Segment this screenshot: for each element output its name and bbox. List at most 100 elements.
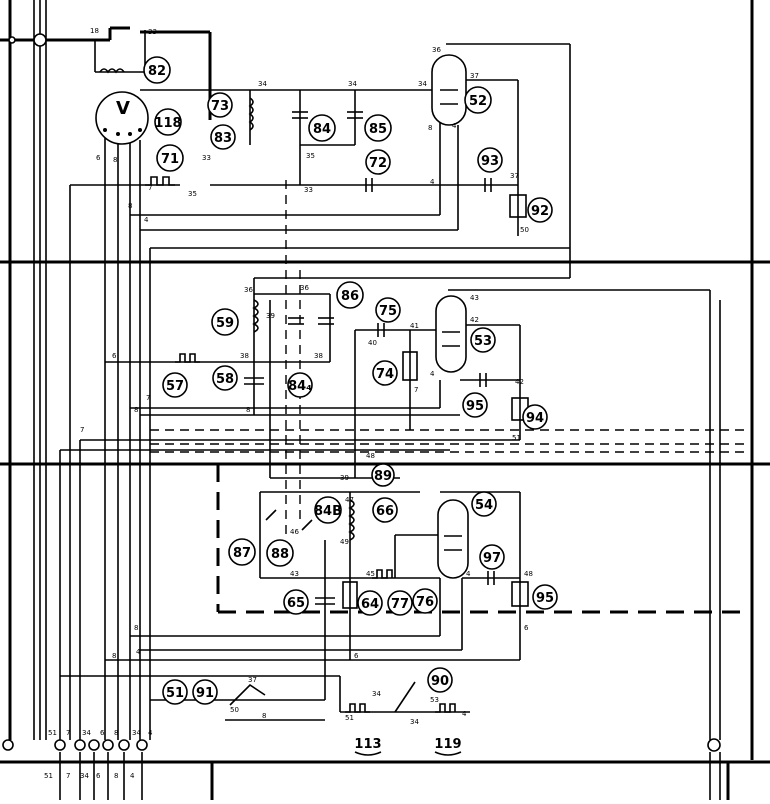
svg-text:7: 7 <box>80 426 84 434</box>
svg-text:18: 18 <box>90 27 99 35</box>
svg-text:118: 118 <box>154 116 181 131</box>
component-glyphs <box>99 68 527 218</box>
svg-text:6: 6 <box>524 624 529 632</box>
svg-text:8: 8 <box>246 406 250 414</box>
svg-text:75: 75 <box>379 304 397 319</box>
svg-text:34: 34 <box>348 80 357 88</box>
svg-text:59: 59 <box>216 316 234 331</box>
svg-text:113: 113 <box>354 737 381 752</box>
svg-text:33: 33 <box>148 28 157 36</box>
lower-glyphs <box>229 499 529 713</box>
component-91: 91 <box>192 679 218 705</box>
svg-text:90: 90 <box>431 674 449 689</box>
component-90: 90 <box>427 667 453 693</box>
svg-text:84₄: 84₄ <box>288 379 312 394</box>
component-85: 85 <box>364 114 392 142</box>
svg-text:34: 34 <box>418 80 427 88</box>
component-95-lower: 95 <box>532 584 558 610</box>
svg-text:7: 7 <box>66 729 70 737</box>
svg-text:36: 36 <box>244 286 253 294</box>
bottom-terminals <box>2 33 721 752</box>
svg-text:34: 34 <box>132 729 141 737</box>
component-71: 71 <box>156 144 184 172</box>
svg-text:47: 47 <box>345 496 354 504</box>
svg-text:35: 35 <box>306 152 315 160</box>
svg-text:33: 33 <box>202 154 211 162</box>
svg-text:71: 71 <box>161 152 179 167</box>
svg-text:36: 36 <box>432 46 441 54</box>
component-113: 113 <box>354 737 382 756</box>
svg-text:4: 4 <box>430 178 435 186</box>
svg-text:51: 51 <box>48 729 57 737</box>
svg-text:38: 38 <box>314 352 323 360</box>
svg-text:97: 97 <box>483 551 501 566</box>
component-66: 66 <box>372 497 398 523</box>
svg-text:43: 43 <box>290 570 299 578</box>
component-93: 93 <box>477 147 503 173</box>
svg-text:6: 6 <box>96 772 101 780</box>
svg-text:6: 6 <box>100 729 105 737</box>
tube-52 <box>431 54 467 126</box>
svg-text:8: 8 <box>114 729 118 737</box>
svg-text:7: 7 <box>414 386 418 394</box>
svg-text:8: 8 <box>134 406 138 414</box>
svg-text:83: 83 <box>214 131 232 146</box>
svg-text:51: 51 <box>44 772 53 780</box>
svg-text:46: 46 <box>290 528 299 536</box>
svg-text:76: 76 <box>416 595 434 610</box>
component-118: 118 <box>154 108 182 136</box>
component-97: 97 <box>479 544 505 570</box>
component-labels: 82 118 73 83 84 85 52 71 72 93 92 86 75 … <box>143 56 558 756</box>
svg-text:34: 34 <box>82 729 91 737</box>
svg-text:4: 4 <box>466 570 471 578</box>
svg-text:42: 42 <box>515 378 524 386</box>
svg-text:77: 77 <box>391 597 409 612</box>
svg-text:54: 54 <box>475 498 493 513</box>
svg-text:7: 7 <box>146 394 150 402</box>
component-82: 82 <box>143 56 171 84</box>
svg-text:82: 82 <box>148 64 166 79</box>
svg-text:58: 58 <box>216 372 234 387</box>
meter-symbol: V <box>116 98 130 119</box>
svg-text:94: 94 <box>526 411 544 426</box>
svg-text:4: 4 <box>130 772 135 780</box>
lower-terminal-stubs <box>59 752 721 800</box>
svg-text:49: 49 <box>340 538 349 546</box>
svg-text:35: 35 <box>188 190 197 198</box>
component-73: 73 <box>207 92 233 118</box>
svg-text:37: 37 <box>248 676 257 684</box>
component-84b: 84B <box>314 496 342 524</box>
component-51: 51 <box>162 679 188 705</box>
voltmeter: V <box>95 91 149 145</box>
component-54: 54 <box>471 491 497 517</box>
svg-text:95: 95 <box>466 399 484 414</box>
svg-text:6: 6 <box>112 352 117 360</box>
svg-text:119: 119 <box>434 737 461 752</box>
component-94: 94 <box>522 404 548 430</box>
component-76: 76 <box>412 588 438 614</box>
component-58: 58 <box>212 365 238 391</box>
svg-text:91: 91 <box>196 686 214 701</box>
svg-text:84: 84 <box>313 122 331 137</box>
svg-text:64: 64 <box>361 597 379 612</box>
svg-text:51: 51 <box>166 686 184 701</box>
svg-text:87: 87 <box>233 546 251 561</box>
svg-text:84B: 84B <box>314 504 342 519</box>
component-83: 83 <box>210 124 236 150</box>
component-87: 87 <box>228 538 256 566</box>
svg-text:7: 7 <box>148 184 152 192</box>
svg-text:53: 53 <box>474 334 492 349</box>
component-59: 59 <box>211 308 239 336</box>
tube-53 <box>435 295 467 373</box>
svg-text:93: 93 <box>481 154 499 169</box>
top-stage-wiring <box>0 26 571 740</box>
svg-text:39: 39 <box>340 474 349 482</box>
svg-text:4: 4 <box>452 122 457 130</box>
component-74: 74 <box>372 360 398 386</box>
svg-text:4: 4 <box>136 648 141 656</box>
svg-text:89: 89 <box>374 469 392 484</box>
svg-text:72: 72 <box>369 156 387 171</box>
component-77: 77 <box>387 590 413 616</box>
svg-text:92: 92 <box>531 204 549 219</box>
